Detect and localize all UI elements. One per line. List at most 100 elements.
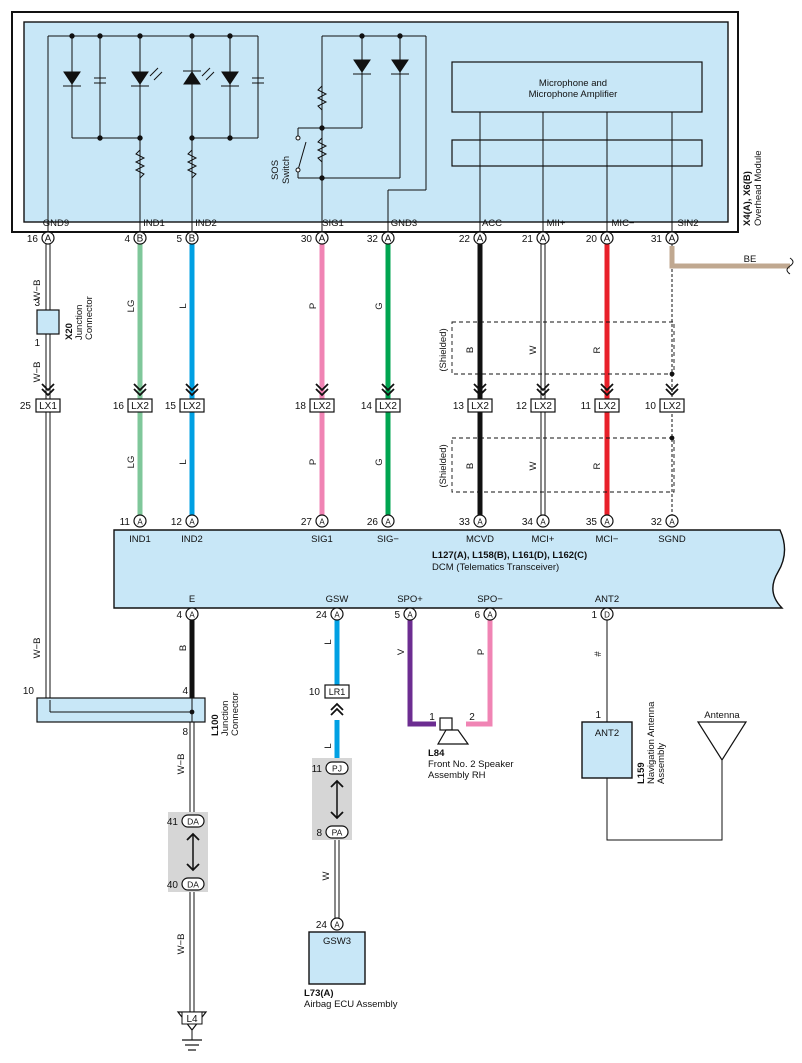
wire-label: W — [321, 871, 332, 880]
wire-label: L — [178, 459, 189, 464]
pin-number: 8 — [316, 828, 322, 839]
wire-label: P — [308, 459, 319, 465]
wire-color-labels-lower: W−B B W−B W−B L L W V P # — [32, 638, 604, 955]
wire-label: W — [528, 461, 539, 470]
lr1-connector: LR1 10 — [309, 684, 350, 716]
pin-number: 6 — [474, 610, 480, 621]
sos-label-2: Switch — [281, 156, 292, 184]
pin-number: 34 — [522, 517, 534, 528]
mic-label-2: Microphone Amplifier — [529, 89, 618, 100]
conn-label: LX1 — [39, 401, 57, 412]
airbag-ecu: 24 A GSW3 L73(A) Airbag ECU Assembly — [304, 917, 398, 1010]
pin-number: 40 — [167, 880, 179, 891]
shielded-label-top: (Shielded) — [438, 328, 449, 371]
pin-number: 30 — [301, 234, 313, 245]
wire-label: V — [396, 648, 407, 655]
pj-pa-connector-pair: PJ 11 PA 8 — [312, 758, 352, 840]
pin-number: 5 — [394, 610, 400, 621]
overhead-terminal-name: SIG1 — [322, 218, 344, 229]
pin-number: 33 — [459, 517, 471, 528]
dcm-name: DCM (Telematics Transceiver) — [432, 562, 559, 573]
dcm-module: L127(A), L158(B), L161(D), L162(C) DCM (… — [113, 529, 786, 609]
dcm-terminal-name: MCI− — [596, 534, 619, 545]
pin-number: 16 — [27, 234, 39, 245]
antenna-label: Antenna — [704, 710, 740, 721]
wire-label: P — [476, 649, 487, 655]
conn-letter: A — [669, 518, 675, 527]
conn-label: LX2 — [471, 401, 489, 412]
speaker-l84: 1 2 L84 Front No. 2 Speaker Assembly RH — [428, 712, 514, 781]
overhead-module-id: X4(A), X6(B) — [742, 171, 753, 226]
pin-number: 25 — [20, 401, 32, 412]
dcm-top-pins: 11 A 12 A 27 A 26 A 33 A 34 A 35 A 32 A — [120, 514, 679, 528]
sos-label-1: SOS — [270, 160, 281, 180]
wire-label: B — [178, 645, 189, 651]
wire-label: B — [465, 347, 476, 353]
wire-label: B — [465, 463, 476, 469]
airbag-name: Airbag ECU Assembly — [304, 999, 398, 1010]
conn-letter: A — [385, 518, 391, 527]
conn-letter: A — [540, 234, 547, 245]
pin-number: 15 — [165, 401, 177, 412]
pin-number: 26 — [367, 517, 379, 528]
overhead-terminal-name: MIC− — [612, 218, 635, 229]
overhead-terminal-name: ACC — [482, 218, 502, 229]
pin-number: 12 — [171, 517, 183, 528]
pin-number: 12 — [516, 401, 528, 412]
pin-number: 18 — [295, 401, 307, 412]
shield-box-top — [451, 321, 675, 375]
dcm-terminal-name: SIG1 — [311, 534, 333, 545]
wire-label: BE — [744, 254, 757, 265]
pin-number: 1 — [429, 712, 435, 723]
conn-letter: A — [604, 518, 610, 527]
pin-number: 11 — [312, 764, 323, 775]
pin-number: 32 — [367, 234, 379, 245]
pin-number: 4 — [124, 234, 130, 245]
navigation-antenna-l159: 1 ANT2 L159 Navigation Antenna Assembly — [581, 701, 667, 784]
conn-label: DA — [187, 817, 199, 827]
pin-number: 5 — [176, 234, 182, 245]
wire-label: R — [592, 462, 603, 469]
antenna-symbol: Antenna — [696, 710, 748, 762]
x20-junction-connector: 3 1 X20 Junction Connector — [34, 296, 95, 349]
mic-label-1: Microphone and — [539, 78, 607, 89]
conn-letter: A — [334, 921, 340, 930]
overhead-terminal-name: GND9 — [43, 218, 69, 229]
wire-label: W−B — [176, 754, 187, 775]
x20-name: Junction — [74, 305, 85, 340]
shielded-label-bottom: (Shielded) — [438, 444, 449, 487]
wire-label: LG — [126, 300, 137, 313]
pin-number: 16 — [113, 401, 125, 412]
overhead-module: Microphone and Microphone Amplifier SOS … — [11, 11, 764, 233]
pin-number: 10 — [309, 687, 321, 698]
pin-number: 11 — [581, 401, 592, 412]
dcm-id: L127(A), L158(B), L161(D), L162(C) — [432, 550, 587, 561]
overhead-terminal-name: SIN2 — [677, 218, 698, 229]
conn-label: DA — [187, 880, 199, 890]
wire-label: W — [528, 345, 539, 354]
pin-number: 21 — [522, 234, 534, 245]
l100-junction-connector: 10 4 8 L100 Junction Connector — [23, 686, 241, 738]
wire-label: G — [374, 302, 385, 309]
conn-letter: B — [189, 234, 196, 245]
pin-number: 13 — [453, 401, 465, 412]
conn-letter: A — [407, 611, 413, 620]
conn-label: LX2 — [379, 401, 397, 412]
wire-label: W−B — [32, 280, 43, 301]
wire-label: L — [323, 639, 334, 644]
ground-l4: L4 — [176, 1011, 208, 1051]
conn-label: LX2 — [183, 401, 201, 412]
conn-letter: A — [385, 234, 392, 245]
conn-letter: A — [319, 518, 325, 527]
pin-number: 1 — [595, 710, 601, 721]
pin-number: 14 — [361, 401, 373, 412]
nav-id: L159 — [636, 762, 647, 784]
conn-letter: A — [540, 518, 546, 527]
nav-name: Navigation Antenna — [646, 701, 657, 784]
pin-number: 8 — [182, 727, 188, 738]
wire-label: W−B — [32, 638, 43, 659]
x20-id: X20 — [64, 323, 75, 340]
shield-box-bottom — [451, 437, 675, 493]
overhead-internal-circuit — [47, 33, 427, 232]
